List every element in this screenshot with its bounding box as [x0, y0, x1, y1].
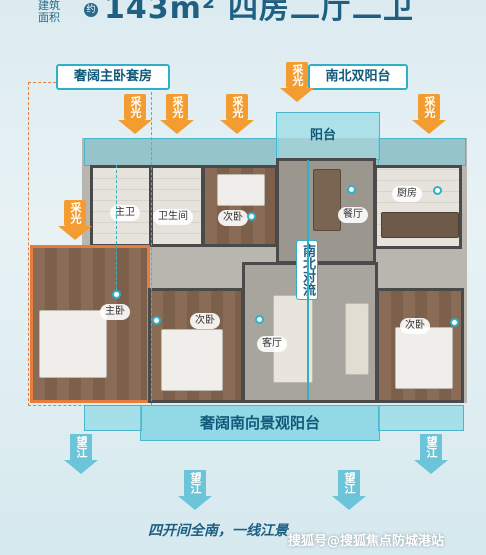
sunlight-label: 采光 — [64, 200, 86, 226]
label-dining: 餐厅 — [338, 207, 368, 223]
sunlight-label: 采光 — [286, 62, 308, 88]
view-label: 望江 — [338, 470, 360, 496]
label-living: 客厅 — [257, 336, 287, 352]
view-label: 望江 — [420, 434, 442, 460]
sunlight-arrow-1: 采光 — [118, 94, 152, 134]
layout-title: 四房二厅二卫 — [228, 0, 414, 26]
room-bedroom3 — [148, 288, 244, 403]
room-bedroom2 — [202, 165, 278, 247]
room-kitchen — [374, 165, 462, 249]
pin-bedroom4 — [450, 318, 459, 327]
label-master-bath: 主卫 — [110, 205, 140, 221]
label-north-balcony: 阳台 — [310, 128, 337, 143]
pin-living — [255, 315, 264, 324]
footer-slogan: 四开间全南，一线江景 — [148, 523, 288, 539]
label-master-bedroom: 主卧 — [100, 304, 130, 320]
sunlight-label: 采光 — [124, 94, 146, 120]
label-bedroom4: 次卧 — [400, 318, 430, 334]
area-label-line1: 建筑 — [38, 0, 60, 12]
sunlight-arrow-6: 采光 — [58, 200, 92, 240]
label-kitchen: 厨房 — [392, 186, 422, 202]
view-arrow-2: 望江 — [178, 470, 212, 510]
sunlight-label: 采光 — [418, 94, 440, 120]
pin-bedroom3 — [152, 316, 161, 325]
north-window-strip — [84, 138, 279, 166]
sunlight-arrow-2: 采光 — [160, 94, 194, 134]
area-value: 143m² — [104, 0, 217, 26]
view-label: 望江 — [184, 470, 206, 496]
pin-bedroom2 — [247, 212, 256, 221]
approx-badge: 约 — [84, 3, 98, 17]
leader-master — [116, 165, 118, 290]
label-bathroom: 卫生间 — [153, 209, 193, 225]
room-bathroom — [150, 165, 204, 247]
south-window-right — [378, 405, 464, 431]
view-label: 望江 — [70, 434, 92, 460]
sunlight-arrow-3: 采光 — [220, 94, 254, 134]
south-balcony — [140, 405, 380, 441]
south-balcony-label: 奢阔南向景观阳台 — [199, 414, 320, 432]
sunlight-label: 采光 — [226, 94, 248, 120]
pin-master-bedroom — [112, 290, 121, 299]
label-bedroom2: 次卧 — [218, 210, 248, 226]
room-master-bedroom — [30, 245, 150, 403]
view-arrow-4: 望江 — [414, 434, 448, 474]
ns-flow-line — [307, 160, 309, 400]
sunlight-arrow-5: 采光 — [412, 94, 446, 134]
sunlight-label: 采光 — [166, 94, 188, 120]
pin-kitchen — [433, 186, 442, 195]
label-bedroom3: 次卧 — [190, 313, 220, 329]
north-balcony — [276, 112, 380, 160]
south-window-left — [84, 405, 142, 431]
callout-ns-balcony: 南北双阳台 — [308, 64, 408, 90]
callout-master-suite: 奢阔主卧套房 — [56, 64, 170, 90]
area-label-line2: 面积 — [38, 11, 60, 24]
room-bedroom4 — [376, 288, 464, 403]
view-arrow-1: 望江 — [64, 434, 98, 474]
north-window-strip-right — [378, 138, 466, 166]
pin-dining — [347, 185, 356, 194]
view-arrow-3: 望江 — [332, 470, 366, 510]
watermark: 搜狐号@搜狐焦点防城港站 — [288, 534, 445, 549]
sunlight-arrow-4: 采光 — [280, 62, 314, 102]
